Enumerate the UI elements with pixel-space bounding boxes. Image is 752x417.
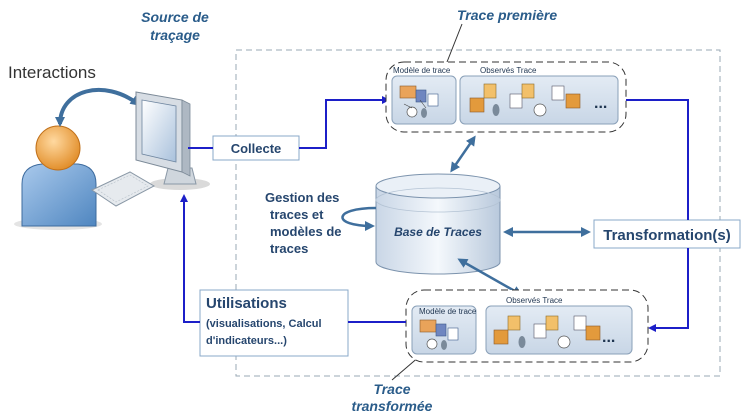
observes-panel-top [459, 75, 619, 125]
utilisations-box [199, 289, 349, 357]
trace-transformee-line2: transformée [352, 398, 433, 414]
base-label: Base de Traces [394, 225, 482, 239]
interactions-arrow [55, 88, 141, 127]
user-icon [14, 125, 102, 230]
gestion-loop-arrow [341, 206, 377, 231]
top-trace-db-arrow [450, 135, 476, 173]
model-icons-top [399, 85, 439, 118]
system-boundary [235, 49, 721, 377]
base-de-traces-db [375, 173, 501, 275]
interactions-label: Interactions [8, 63, 96, 82]
trace-transformee-leader [391, 355, 421, 381]
model-icons-bottom [419, 319, 459, 350]
transform-to-trace-arrow [648, 248, 689, 332]
utilisations-sub-line1: (visualisations, Calcul [206, 318, 322, 330]
observes-label-top: Observés Trace [480, 66, 537, 75]
trace-transformee-line1: Trace [373, 381, 410, 397]
observed-icons-bottom [493, 315, 601, 349]
modele-label-top: Modèle de trace [393, 66, 451, 75]
computer-icon [90, 91, 210, 207]
collecte-label: Collecte [231, 141, 282, 156]
gestion-line2: traces et [270, 207, 324, 222]
utilisations-title: Utilisations [206, 295, 287, 312]
bottom-trace-db-arrow [457, 258, 523, 296]
source-label-line2: traçage [150, 27, 200, 43]
trace-premiere-title: Trace première [457, 7, 557, 23]
utilisations-to-computer-arrow [180, 194, 200, 323]
trace-premiere-group: Modèle de trace Observés Trace ... [385, 61, 627, 133]
modele-label-bottom: Modèle de trace [419, 307, 477, 316]
transformations-label: Transformation(s) [603, 227, 731, 244]
source-label-line1: Source de [141, 9, 209, 25]
observed-icons-top [469, 83, 581, 117]
gestion-line1: Gestion des [265, 190, 339, 205]
ellipsis-bottom: ... [602, 329, 615, 346]
observes-label-bottom: Observés Trace [506, 296, 563, 305]
trace-transformee-group: Modèle de trace Observés Trace ... [405, 289, 649, 363]
utilisations-sub-line2: d'indicateurs...) [206, 335, 287, 347]
gestion-line3: modèles de [270, 224, 342, 239]
trace-premiere-leader [446, 23, 463, 63]
transformations-box [593, 219, 741, 249]
collecte-to-trace-arrow [299, 96, 390, 149]
ellipsis-top: ... [594, 95, 607, 112]
gestion-line4: traces [270, 241, 308, 256]
trace-to-transform-line [626, 99, 689, 220]
